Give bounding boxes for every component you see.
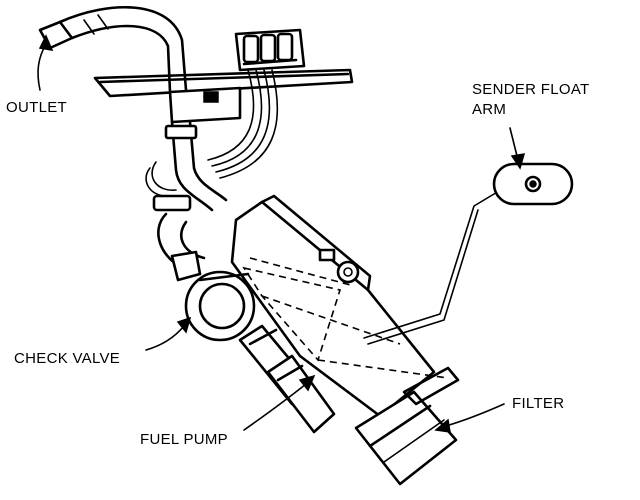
sender-float-arm — [363, 162, 574, 345]
supply-tubes — [145, 120, 228, 272]
wire-harness — [207, 69, 279, 179]
check-valve — [170, 250, 256, 342]
label-check-valve: CHECK VALVE — [14, 350, 120, 367]
label-outlet: OUTLET — [6, 99, 67, 116]
label-sender-float-arm-line1: SENDER FLOAT — [472, 81, 590, 98]
filter — [354, 366, 460, 486]
flange-bracket — [168, 86, 242, 124]
pump-body — [230, 194, 436, 418]
label-fuel-pump: FUEL PUMP — [140, 431, 228, 448]
callout-arrows — [37, 34, 526, 433]
label-sender-float-arm-line2: ARM — [472, 101, 506, 118]
electrical-connector — [234, 28, 306, 72]
fuel-pump-internal — [242, 257, 449, 379]
label-filter: FILTER — [512, 395, 564, 412]
fuel-pump-lower — [238, 324, 336, 434]
